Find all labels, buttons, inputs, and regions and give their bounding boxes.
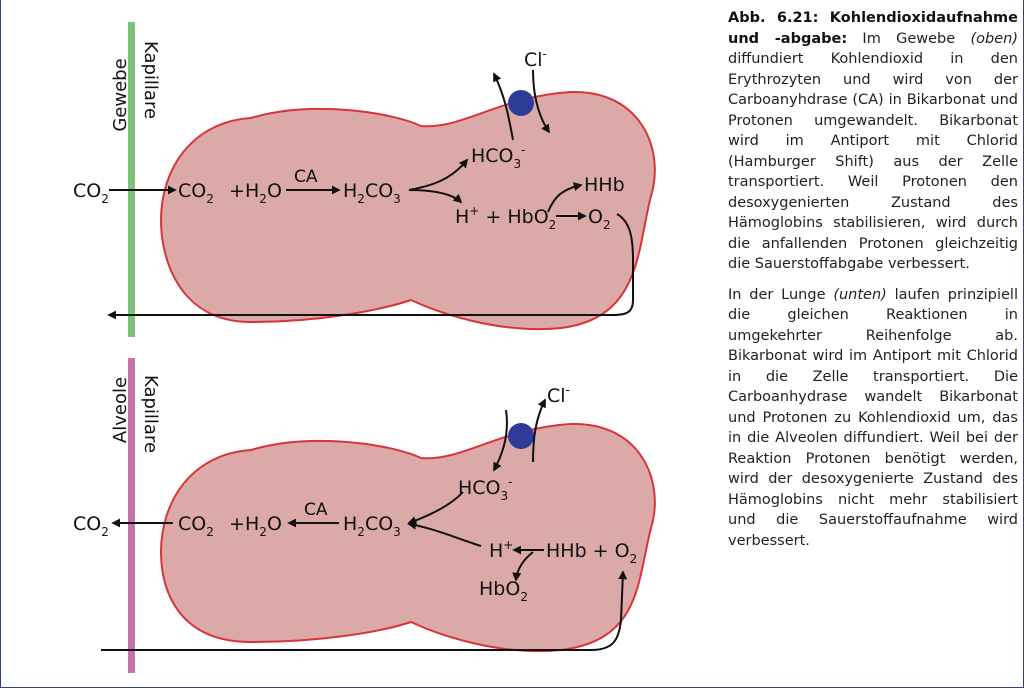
figure-caption: Abb. 6.21: Kohlendioxidaufnahme und -abg…: [728, 8, 1018, 561]
erythrocyte-top: [159, 90, 656, 331]
antiporter-top: [508, 90, 534, 116]
gewebe-bar: [128, 22, 135, 337]
h2o-top: H2O: [245, 180, 282, 206]
gewebe-label: Gewebe: [110, 58, 131, 131]
co2-inside-top: CO2: [178, 180, 214, 206]
hco3-bottom: HCO3-: [458, 475, 513, 503]
alveole-bar: [128, 358, 135, 673]
cl-export-arrow: [532, 398, 546, 463]
ca-label-bottom: CA: [304, 500, 328, 520]
split-arrow-hco3: [408, 158, 469, 191]
kapillare-label-top: Kapillare: [140, 41, 161, 119]
caption-paragraph-1: Abb. 6.21: Kohlendioxidaufnahme und -abg…: [728, 8, 1018, 275]
h2o-bottom: H2O: [245, 513, 282, 539]
cl-top: Cl-: [524, 47, 547, 71]
o2-efflux-arrow: [107, 213, 634, 320]
plus-top: +: [229, 180, 245, 202]
bottom-panel: Alveole Kapillare CO2 CO2 + H2O CA H2CO3…: [73, 358, 656, 673]
caption-text: laufen prinzipiell die gleichen Reaktion…: [728, 286, 1018, 549]
co2-outside-top: CO2: [73, 180, 109, 206]
hhb-o2-bottom: HHb + O2: [546, 540, 637, 566]
hbo2-arrow-bottom: [512, 551, 534, 582]
top-panel: Gewebe Kapillare CO2 CO2 + H2O CA H2CO3 …: [73, 22, 656, 337]
h2co3-top: H2CO3: [343, 180, 401, 206]
caption-text: Im Gewebe: [847, 30, 971, 47]
hhb-arrow-top: [547, 182, 583, 213]
o2-influx-arrow: [101, 570, 628, 651]
co2-exchange-diagram: Gewebe Kapillare CO2 CO2 + H2O CA H2CO3 …: [73, 22, 656, 673]
kapillare-label-bottom: Kapillare: [140, 375, 161, 453]
hco3-import-arrow: [493, 409, 508, 472]
hhb-top: HHb: [584, 174, 625, 196]
caption-paragraph-2: In der Lunge (unten) laufen prinzipiell …: [728, 285, 1018, 552]
hco3-top: HCO3-: [471, 143, 526, 171]
hplus-bottom: H+: [489, 538, 513, 562]
split-arrow-hplus: [408, 189, 463, 204]
co2-inside-bottom: CO2: [178, 513, 214, 539]
plus-bottom: +: [229, 513, 245, 535]
caption-text: diffundiert Kohlendioxid in den Erythroz…: [728, 51, 1018, 272]
antiporter-bottom: [508, 423, 534, 449]
o2-top: O2: [588, 206, 611, 232]
hbo2-bottom: HbO2: [479, 578, 528, 604]
co2-outside-bottom: CO2: [73, 513, 109, 539]
caption-text: In der Lunge: [728, 286, 834, 303]
caption-emphasis: (oben): [970, 30, 1018, 47]
ca-label-top: CA: [294, 167, 318, 187]
erythrocyte-bottom: [159, 422, 656, 653]
cl-import-arrow: [532, 69, 550, 134]
caption-title: Abb. 6.21: Kohlendioxidaufnahme und -abg…: [728, 10, 1018, 47]
hco3-export-arrow: [493, 72, 514, 141]
alveole-label: Alveole: [110, 377, 131, 443]
merge-arrow-hplus: [407, 520, 482, 547]
hplus-hbo2-top: H+ + HbO2: [455, 204, 556, 232]
h2co3-bottom: H2CO3: [343, 513, 401, 539]
caption-emphasis: (unten): [833, 286, 887, 303]
cl-bottom: Cl-: [547, 383, 570, 407]
